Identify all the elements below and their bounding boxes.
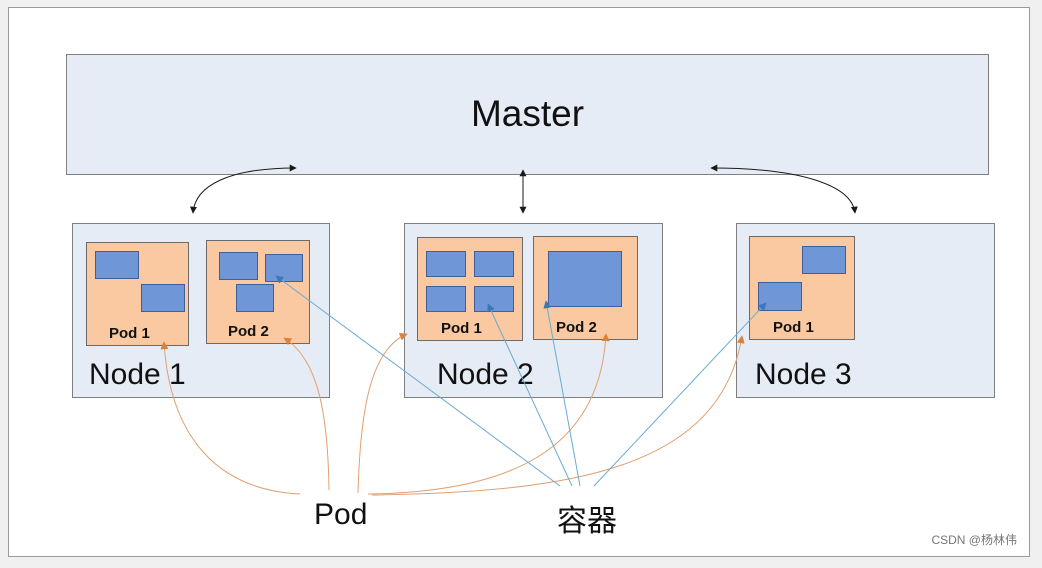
node-2-label: Node 2	[437, 358, 534, 391]
pod-label: Pod 2	[556, 319, 597, 336]
node-2-pod-2: Pod 2	[533, 236, 638, 340]
node-3-label: Node 3	[755, 358, 852, 391]
watermark: CSDN @杨林伟	[931, 533, 1017, 547]
pod-legend-label: Pod	[314, 498, 368, 531]
node-1-label: Node 1	[89, 358, 186, 391]
container	[236, 284, 274, 312]
pod-label: Pod 1	[773, 319, 814, 336]
container	[426, 286, 466, 312]
node-1-pod-2: Pod 2	[206, 240, 310, 344]
container	[758, 282, 802, 311]
node-3-pod-1: Pod 1	[749, 236, 855, 340]
container	[548, 251, 622, 307]
diagram-canvas: Master Node 1 Pod 1 Pod 2 Node 2 Pod 1 P…	[8, 7, 1030, 557]
container	[95, 251, 139, 279]
container	[265, 254, 303, 282]
container	[141, 284, 185, 312]
node-2-pod-1: Pod 1	[417, 237, 523, 341]
pod-label: Pod 1	[109, 325, 150, 342]
pod-label: Pod 1	[441, 320, 482, 337]
container	[802, 246, 846, 274]
master-label: Master	[470, 93, 585, 134]
container-legend-label: 容器	[557, 505, 617, 538]
container	[426, 251, 466, 277]
master-box: Master	[66, 54, 989, 175]
container	[474, 251, 514, 277]
container	[474, 286, 514, 312]
node-1-pod-1: Pod 1	[86, 242, 189, 346]
container	[219, 252, 258, 280]
pod-label: Pod 2	[228, 323, 269, 340]
